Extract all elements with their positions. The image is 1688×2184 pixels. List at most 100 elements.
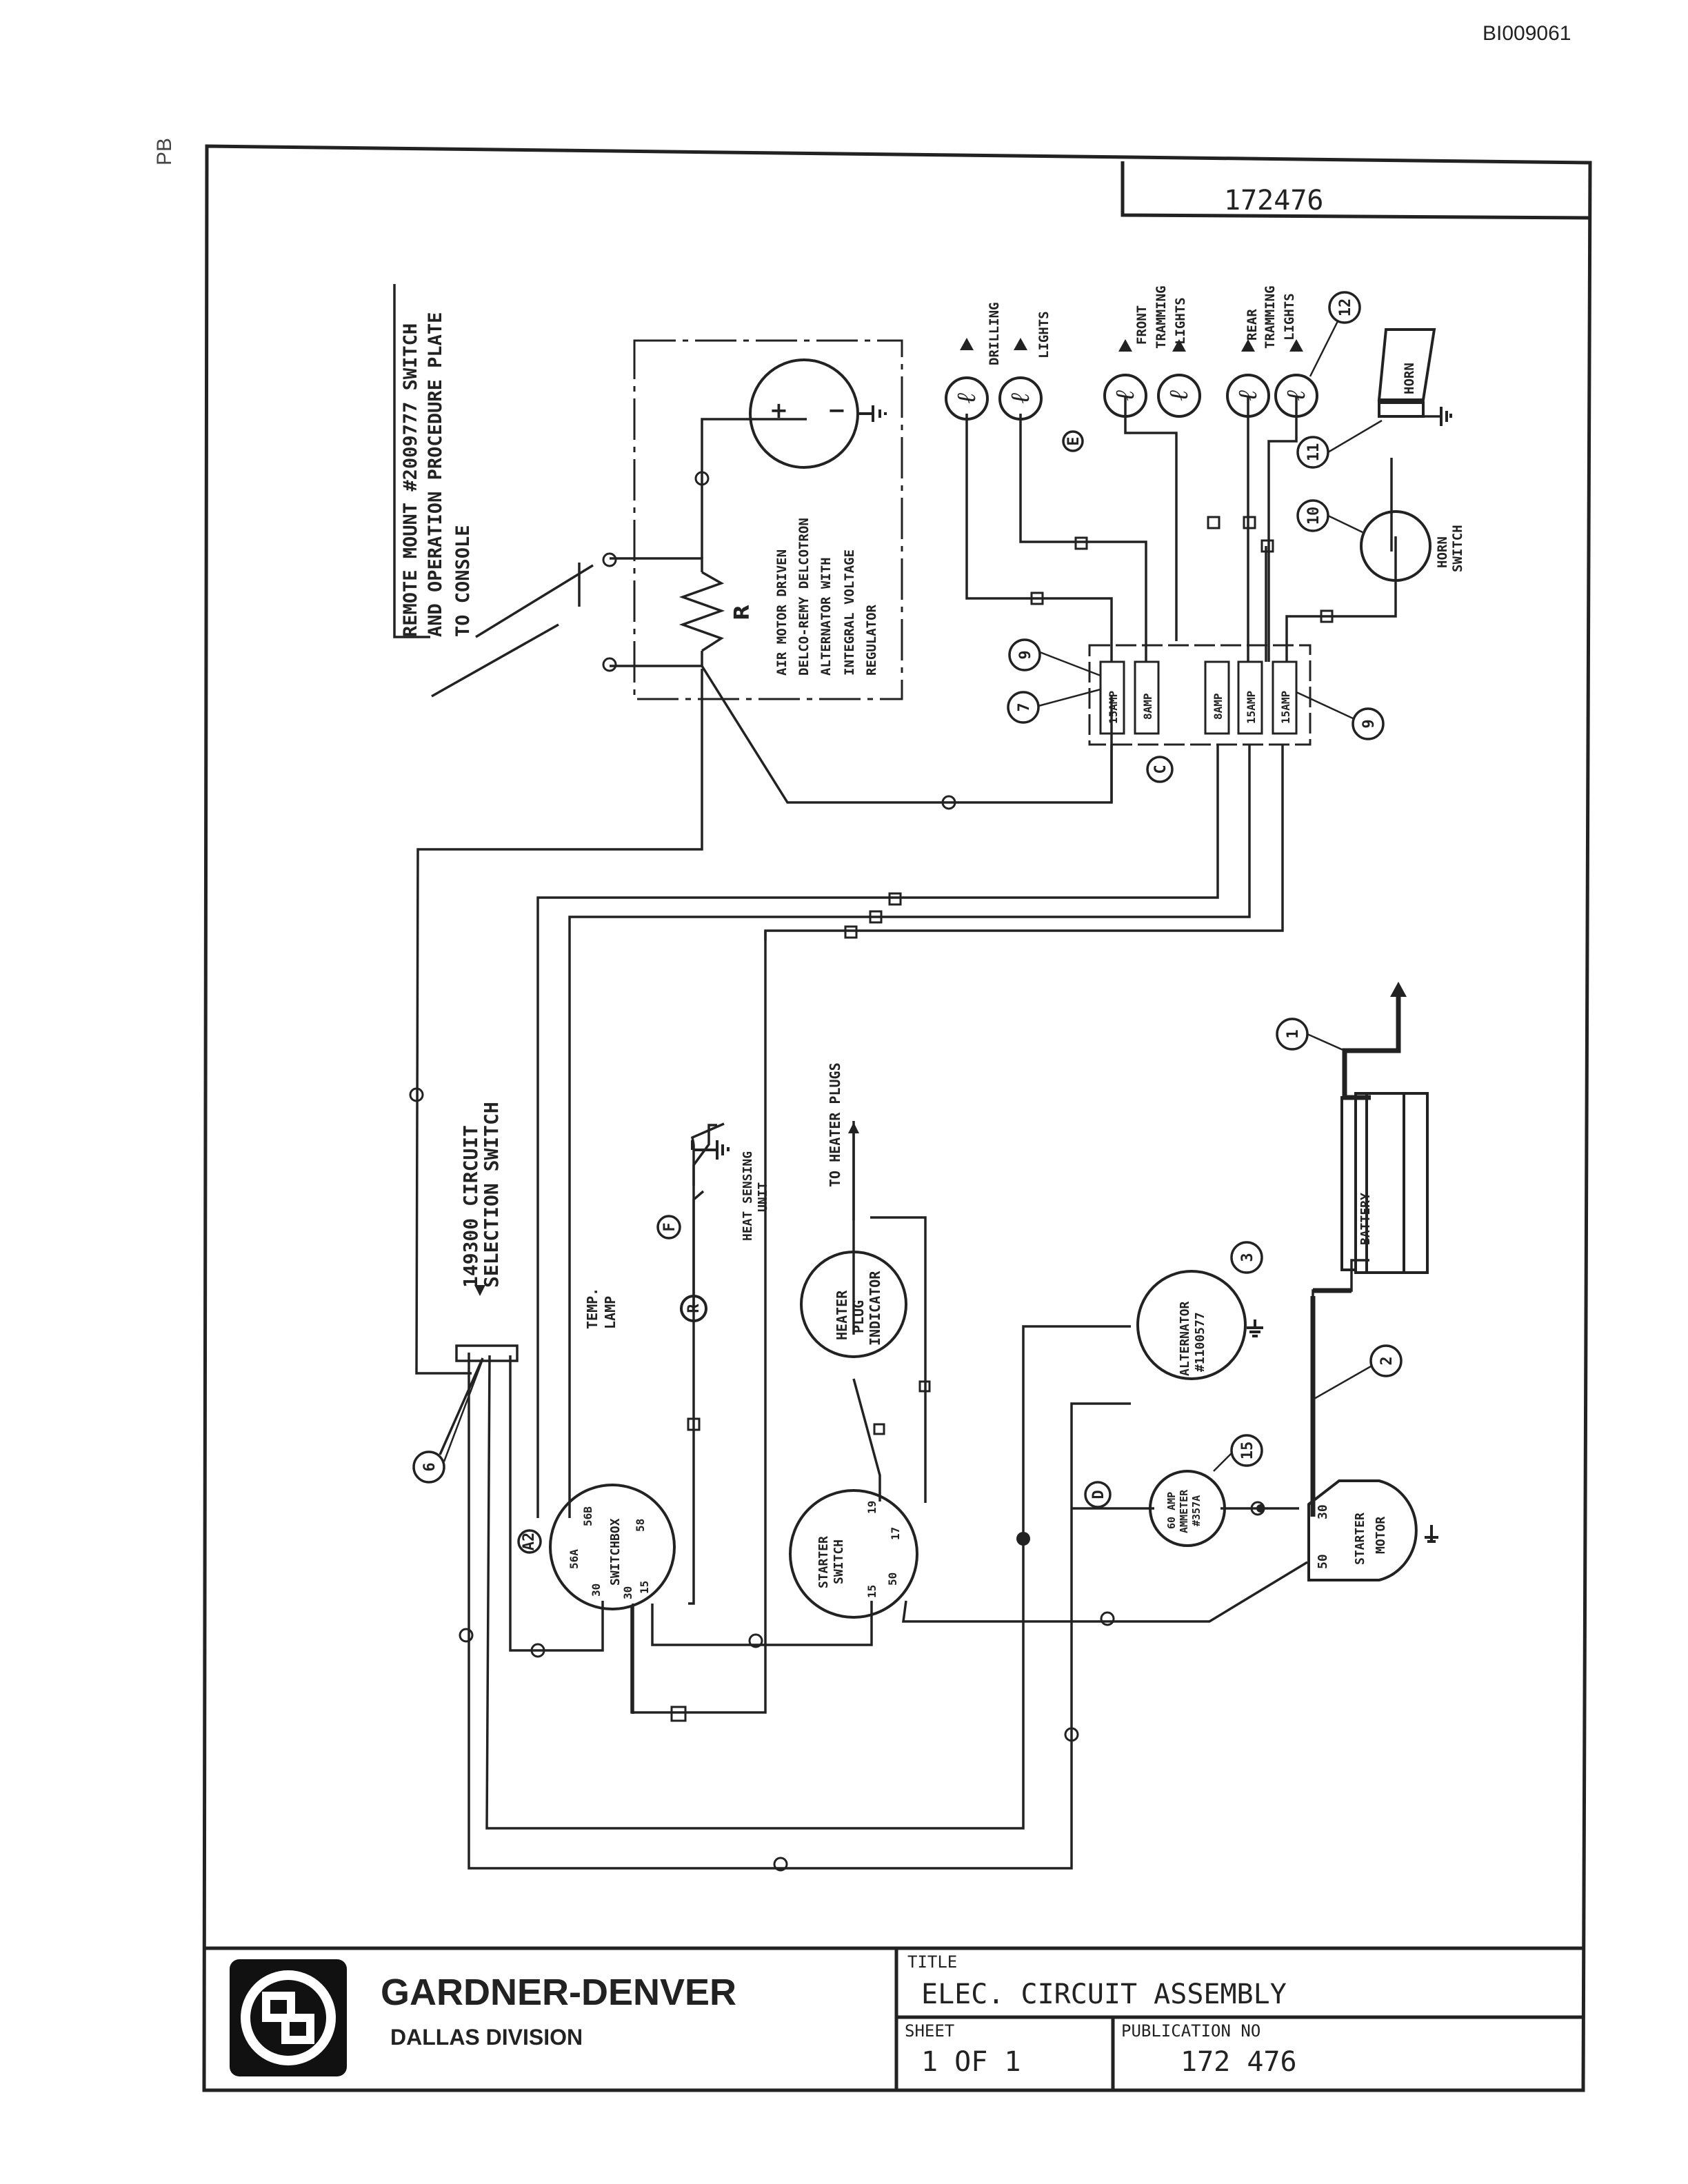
starter-switch-terminal: 19 xyxy=(865,1501,878,1514)
callout-d: D xyxy=(1090,1490,1107,1499)
lamp-icon: ℓ xyxy=(951,393,981,404)
horn-switch-line2: SWITCH xyxy=(1450,525,1465,572)
ammeter-line3: #357A xyxy=(1190,1495,1203,1526)
publication-value: 172 476 xyxy=(1180,2046,1297,2078)
alt-reg-line1: AIR MOTOR DRIVEN xyxy=(774,549,790,676)
heater-plugs-label: TO HEATER PLUGS xyxy=(827,1062,843,1187)
callout-2: 2 xyxy=(1378,1356,1396,1365)
callout-e: E xyxy=(1065,436,1083,445)
heater-indicator-line1: HEATER xyxy=(834,1290,850,1340)
title-block xyxy=(205,1946,1583,2090)
resistor-label: R xyxy=(730,605,754,620)
callout-f: F xyxy=(661,1222,679,1231)
starter-motor-line1: STARTER xyxy=(1353,1513,1367,1565)
fuse-labels: 15AMP 8AMP 8AMP 15AMP 15AMP xyxy=(1107,691,1292,724)
fuse-label: 8AMP xyxy=(1212,693,1225,720)
starter-switch-line2: SWITCH xyxy=(832,1539,846,1584)
temp-lamp-line1: TEMP. xyxy=(584,1288,601,1329)
fuse-label: 15AMP xyxy=(1107,691,1120,724)
callout-3: 3 xyxy=(1239,1253,1256,1262)
callout-7: 7 xyxy=(1016,702,1033,711)
starter-switch-terminal: 15 xyxy=(865,1585,878,1598)
ammeter-line1: 60 AMP xyxy=(1165,1492,1178,1529)
alt-reg-line5: REGULATOR xyxy=(864,604,879,676)
heat-sensing-line2: UNIT xyxy=(756,1182,770,1212)
alt-reg-line2: DELCO-REMY DELCOTRON xyxy=(796,518,812,676)
temp-lamp-line2: LAMP xyxy=(602,1296,619,1329)
lamp-icon: ℓ xyxy=(1163,390,1194,401)
callout-9b: 9 xyxy=(1360,719,1378,728)
lamp-glyphs: ℓ ℓ ℓ ℓ ℓ ℓ xyxy=(951,390,1311,404)
alt-reg-line3: ALTERNATOR WITH xyxy=(818,557,834,676)
connectors xyxy=(409,471,1334,1872)
starter-motor-line2: MOTOR xyxy=(1374,1517,1388,1554)
switchbox-terminal: 56B xyxy=(581,1506,594,1526)
selection-switch-line2: SELECTION SWITCH xyxy=(480,1102,503,1288)
callout-1: 1 xyxy=(1285,1029,1302,1038)
front-tramming-line1: FRONT xyxy=(1134,305,1149,345)
callout-12: 12 xyxy=(1337,299,1354,317)
sheet-label: SHEET xyxy=(905,2021,954,2041)
switchbox-terminal: 58 xyxy=(634,1519,647,1532)
front-tramming-line3: LIGHTS xyxy=(1173,297,1188,345)
lamp-symbols xyxy=(549,328,1452,1619)
company-name: GARDNER-DENVER xyxy=(381,1972,736,2013)
callout-15: 15 xyxy=(1239,1442,1256,1460)
selection-switch-line1: 149300 CIRCUIT xyxy=(459,1125,482,1288)
alternator-line2: #1100577 xyxy=(1193,1312,1207,1372)
fuse-panel xyxy=(1099,660,1298,735)
title-value: ELEC. CIRCUIT ASSEMBLY xyxy=(921,1979,1287,2010)
division-name: DALLAS DIVISION xyxy=(390,2025,583,2050)
title-label: TITLE xyxy=(907,1952,957,1972)
heater-indicator-line2: PLUG xyxy=(850,1300,867,1333)
switchbox-terminal: 15 xyxy=(638,1581,651,1594)
lamp-icon: ℓ xyxy=(1280,390,1311,401)
starter-switch-line1: STARTER xyxy=(816,1536,831,1588)
callout-leaders xyxy=(443,321,1383,1472)
alt-reg-line4: INTEGRAL VOLTAGE xyxy=(842,549,857,676)
switchbox-terminal: 56A xyxy=(567,1549,581,1569)
rear-tramming-line1: REAR xyxy=(1245,309,1260,341)
alternator-regulator xyxy=(749,358,887,469)
junction-dots xyxy=(1016,1504,1265,1546)
front-tramming-line2: TRAMMING xyxy=(1154,285,1169,349)
ammeter-line2: AMMETER xyxy=(1178,1489,1190,1533)
drilling-lights-line1: DRILLING xyxy=(987,302,1002,365)
horn-label: HORN xyxy=(1402,363,1417,394)
heater-indicator-line3: INDICATOR xyxy=(867,1271,883,1346)
callout-r: R xyxy=(685,1304,703,1313)
lamp-icon: ℓ xyxy=(1109,390,1140,401)
drilling-lights-line2: LIGHTS xyxy=(1036,311,1052,358)
callout-10: 10 xyxy=(1305,507,1323,525)
callout-circles xyxy=(412,291,1403,1554)
alternator-plus: + xyxy=(770,397,788,423)
switchbox-label: SWITCHBOX xyxy=(608,1518,623,1586)
callout-6: 6 xyxy=(421,1462,439,1471)
starter-motor-terminal: 30 xyxy=(1316,1504,1330,1519)
wiring xyxy=(393,284,1441,1870)
fuse-label: 15AMP xyxy=(1245,691,1258,724)
callout-labels: 1 2 3 6 7 9 9 10 11 12 15 C D E F A2 R xyxy=(421,299,1396,1551)
battery-label: BATTERY xyxy=(1358,1193,1373,1245)
lamp-icon: ℓ xyxy=(1005,393,1035,404)
publication-label: PUBLICATION NO xyxy=(1121,2021,1260,2041)
fuse-label: 15AMP xyxy=(1279,691,1292,724)
lamp-icon: ℓ xyxy=(1232,390,1263,401)
fuse-label: 8AMP xyxy=(1141,693,1154,720)
alternator-minus: − xyxy=(827,397,846,423)
starter-switch-terminal: 17 xyxy=(889,1527,902,1540)
remote-mount-line1: REMOTE MOUNT #2009777 SWITCH xyxy=(400,323,421,637)
drawing-frame xyxy=(202,144,1592,2092)
document-id: BI009061 xyxy=(1483,22,1571,45)
starter-motor-terminal: 50 xyxy=(1316,1554,1330,1569)
remote-mount-line3: TO CONSOLE xyxy=(452,525,474,637)
sheet-value: 1 OF 1 xyxy=(921,2046,1021,2078)
remote-mount-line2: AND OPERATION PROCEDURE PLATE xyxy=(425,312,446,637)
arrow-heads xyxy=(474,338,1407,1296)
switchbox-terminal: 30 xyxy=(621,1586,634,1599)
heat-sensing-line1: HEAT SENSING xyxy=(741,1151,755,1241)
callout-c: C xyxy=(1152,765,1169,774)
starter-switch-terminal: 50 xyxy=(886,1573,899,1586)
callout-11: 11 xyxy=(1305,443,1323,462)
